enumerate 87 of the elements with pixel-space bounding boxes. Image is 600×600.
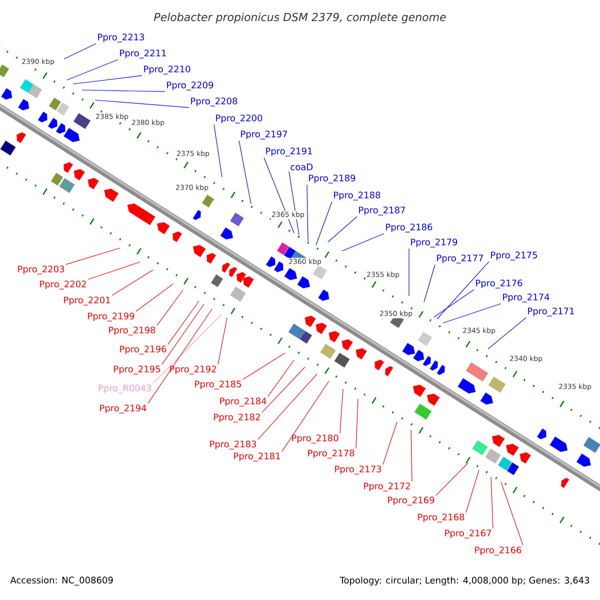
leader-line	[424, 264, 436, 302]
gene-label: Ppro_2188	[334, 192, 380, 200]
gene-label: Ppro_2197	[241, 130, 287, 140]
leader-line	[316, 201, 332, 246]
gene-label: Ppro_2180	[292, 434, 338, 444]
footer-text: Topology: circular; Length: 4,008,000 bp; Genes: 3,643	[340, 576, 590, 586]
gene-label: Ppro_2199	[88, 312, 134, 322]
leader-line	[94, 100, 190, 108]
gene-label: Ppro_2198	[109, 326, 156, 336]
gene-label: Ppro_2182	[214, 414, 260, 422]
gene-label: Ppro_2201	[64, 296, 110, 306]
gene-label: Ppro_2202	[40, 280, 86, 290]
leader-line	[488, 317, 526, 350]
gene-label: Ppro_2209	[167, 82, 214, 90]
leader-line	[436, 462, 468, 496]
leader-line	[72, 75, 142, 84]
gene-label: Ppro_R0043	[98, 384, 152, 394]
gene-label: Ppro_2189	[309, 174, 356, 184]
gene-label: Ppro_2166	[475, 546, 522, 556]
leader-line	[82, 90, 166, 92]
leader-line	[408, 248, 410, 296]
gene-label: Ppro_2174	[503, 294, 550, 302]
leader-line	[264, 157, 294, 234]
gene-label: Ppro_2177	[437, 254, 483, 264]
gene-label: Ppro_2196	[120, 346, 166, 354]
leader-line	[342, 233, 384, 252]
leader-line	[410, 430, 412, 482]
gene-label: Ppro_2203	[18, 266, 64, 274]
gene-label: Ppro_2195	[114, 366, 160, 374]
leader-line	[218, 318, 228, 365]
leader-line	[66, 248, 120, 265]
gene-label: Ppro_2192	[170, 366, 216, 374]
gene-label: Ppro_2194	[100, 404, 146, 414]
leader-line	[168, 300, 200, 345]
leader-line	[238, 140, 252, 204]
gene-label: Ppro_2172	[364, 482, 410, 492]
gene-label: Ppro_2186	[386, 224, 432, 232]
gene-label: Ppro_2185	[195, 380, 242, 390]
leader-line	[262, 366, 306, 413]
gene-label: Ppro_2167	[445, 530, 492, 538]
leader-line	[242, 352, 286, 380]
leader-line	[328, 216, 358, 242]
leader-line	[434, 289, 474, 318]
gene-label: Ppro_2169	[388, 496, 434, 506]
leader-line	[268, 360, 294, 397]
leader-line	[66, 59, 118, 80]
leader-line	[436, 261, 490, 320]
leader-line	[136, 284, 174, 312]
gene-label: Ppro_2175	[491, 252, 537, 260]
leader-line	[288, 171, 300, 236]
leader-line	[258, 374, 318, 440]
gene-label: Ppro_2183	[210, 440, 256, 450]
leader-line	[112, 270, 154, 296]
leader-line	[500, 482, 524, 546]
gene-label: Ppro_2210	[144, 66, 190, 74]
leader-line	[282, 380, 330, 452]
title: Pelobacter propionicus DSM 2379, complete genome	[154, 12, 446, 24]
leader-line	[306, 184, 308, 242]
leader-line	[152, 314, 222, 384]
leader-line	[356, 398, 358, 449]
footer-text: Accession: NC_008609	[10, 576, 113, 586]
gene-label: Ppro_2176	[476, 280, 522, 288]
gene-label: coaD	[290, 164, 313, 170]
leader-line	[162, 304, 204, 365]
gene-label: Ppro_2208	[191, 98, 238, 106]
gene-label: Ppro_2184	[220, 398, 266, 406]
gene-label: Ppro_2191	[266, 148, 312, 156]
gene-label: Ppro_2213	[98, 34, 144, 42]
gene-label: Ppro_2181	[234, 452, 280, 462]
leader-line	[156, 290, 184, 326]
gene-label: Ppro_2171	[528, 308, 574, 316]
leader-line	[442, 303, 502, 324]
leader-line	[466, 470, 480, 513]
gene-label: Ppro_2173	[335, 466, 382, 474]
gene-label: Ppro_2179	[411, 238, 458, 248]
gene-label: Ppro_2168	[418, 514, 464, 522]
leader-line	[340, 388, 344, 434]
gene-label: Ppro_2211	[120, 50, 166, 58]
gene-label: Ppro_2178	[308, 450, 354, 458]
leader-line	[214, 124, 222, 178]
gene-label: Ppro_2200	[216, 114, 262, 124]
leader-line	[88, 262, 140, 280]
leader-line	[490, 476, 494, 529]
gene-label: Ppro_2187	[359, 206, 405, 216]
leader-line	[382, 422, 398, 465]
leader-line	[148, 308, 212, 404]
leader-line	[64, 43, 96, 60]
